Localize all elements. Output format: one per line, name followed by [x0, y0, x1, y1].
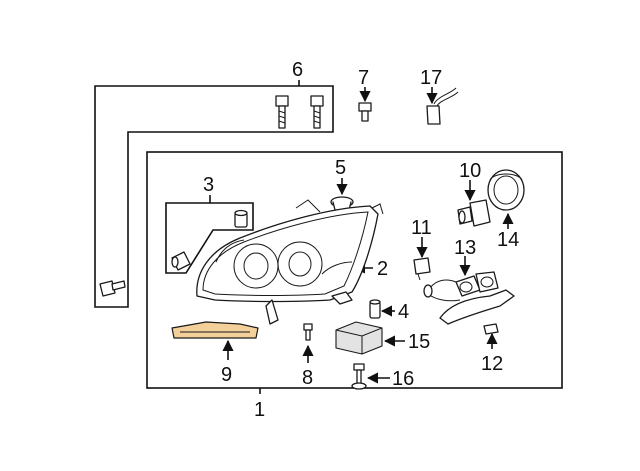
bolt-icon: [275, 95, 289, 129]
callout-8: 8: [302, 367, 313, 389]
headlamp-assembly-icon: [196, 199, 384, 325]
bolt-icon: [310, 95, 324, 129]
callout-13: 13: [454, 237, 476, 259]
plug-icon: [483, 323, 499, 335]
control-module-icon: [335, 321, 383, 355]
callout-4: 4: [398, 301, 409, 323]
callout-15: 15: [408, 331, 430, 353]
bracket-group-6: [94, 85, 334, 308]
callout-16: 16: [392, 368, 414, 390]
screw-icon: [351, 363, 367, 390]
callout-2: 2: [377, 258, 388, 280]
hid-bulb-icon: [457, 199, 491, 227]
callout-7: 7: [358, 67, 369, 89]
wire-harness-icon: [426, 87, 459, 125]
small-bulb-icon: [369, 299, 381, 319]
bolt-icon: [358, 102, 372, 122]
callout-14: 14: [497, 229, 519, 251]
callout-3: 3: [203, 174, 214, 196]
callout-6: 6: [292, 59, 303, 81]
callout-5: 5: [335, 157, 346, 179]
socket-harness-icon: [423, 271, 515, 325]
callout-17: 17: [420, 67, 442, 89]
bulb-icon: [234, 209, 248, 228]
bulb-icon: [171, 251, 191, 271]
callout-1: 1: [254, 399, 265, 421]
callout-11: 11: [411, 217, 432, 239]
bolt-icon: [99, 280, 126, 297]
callout-10: 10: [459, 160, 481, 182]
socket-icon: [413, 257, 431, 281]
dust-cap-icon: [487, 169, 525, 211]
callout-9: 9: [221, 364, 232, 386]
bracket-group-3: [165, 202, 254, 274]
side-marker-lens-icon: [171, 321, 259, 339]
callout-12: 12: [481, 353, 503, 375]
screw-icon: [303, 323, 313, 341]
